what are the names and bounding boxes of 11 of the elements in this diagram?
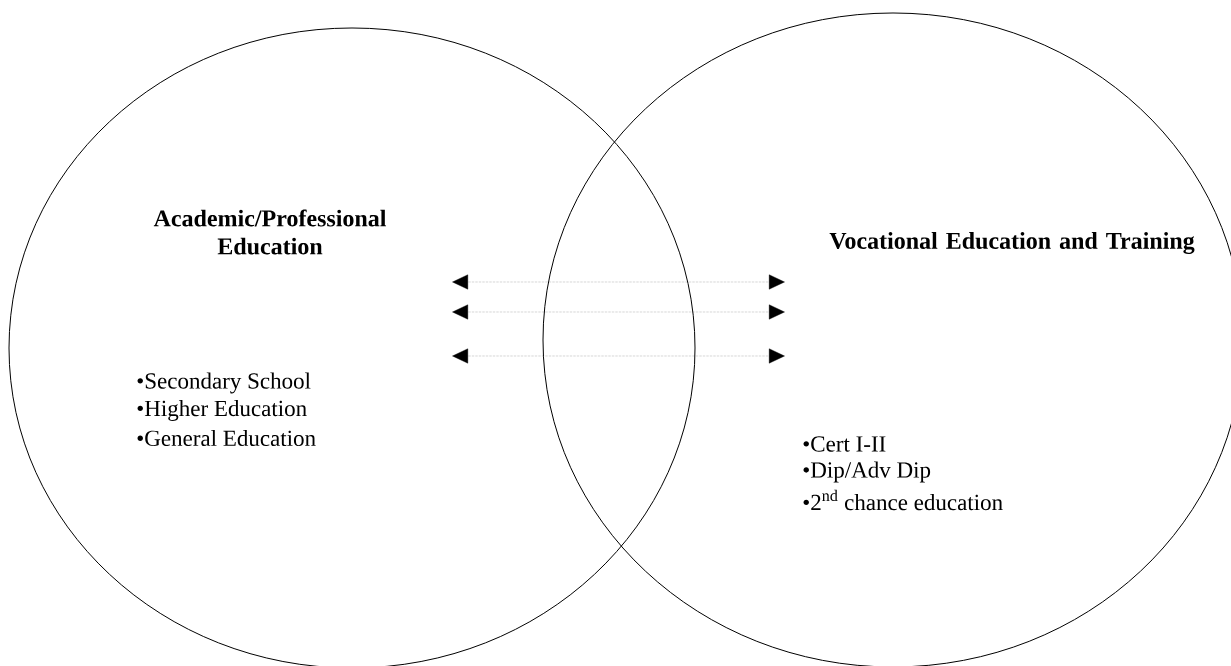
double-arrow xyxy=(452,274,785,290)
list-item: •Dip/Adv Dip xyxy=(803,461,931,483)
list-item: •Secondary School xyxy=(137,372,311,394)
list-item: •2$^{nd}$ chance education xyxy=(803,489,1003,511)
list-item: •Higher Education xyxy=(137,400,307,421)
list-item: •Cert I-II xyxy=(803,436,886,452)
double-arrow xyxy=(452,304,785,320)
heading: Vocational Education and Training xyxy=(829,232,1195,254)
double-arrow xyxy=(452,348,785,364)
list-item: •General Education xyxy=(137,429,316,447)
heading: Academic/Professional Education xyxy=(153,209,387,255)
